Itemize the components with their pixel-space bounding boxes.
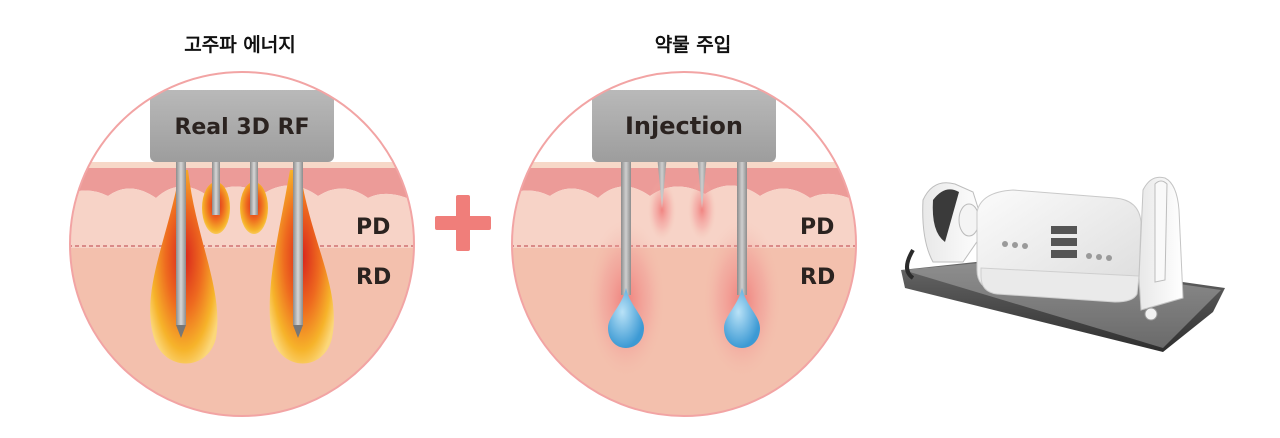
device-illustration <box>901 176 1225 352</box>
rf-energy-diagram: Real 3D RF PD RD <box>69 71 415 417</box>
right-diagram-title: 약물 주입 <box>654 34 732 56</box>
plus-icon <box>435 195 491 251</box>
left-diagram-title: 고주파 에너지 <box>184 34 296 56</box>
layer-label-rd: RD <box>356 265 391 290</box>
injection-diagram: Injection PD RD <box>511 71 857 417</box>
layer-label-rd-right: RD <box>800 265 835 290</box>
layer-label-pd-right: PD <box>800 215 834 240</box>
handpiece-label-injection: Injection <box>625 112 743 140</box>
handpiece-label-rf: Real 3D RF <box>174 115 309 140</box>
layer-label-pd: PD <box>356 215 390 240</box>
